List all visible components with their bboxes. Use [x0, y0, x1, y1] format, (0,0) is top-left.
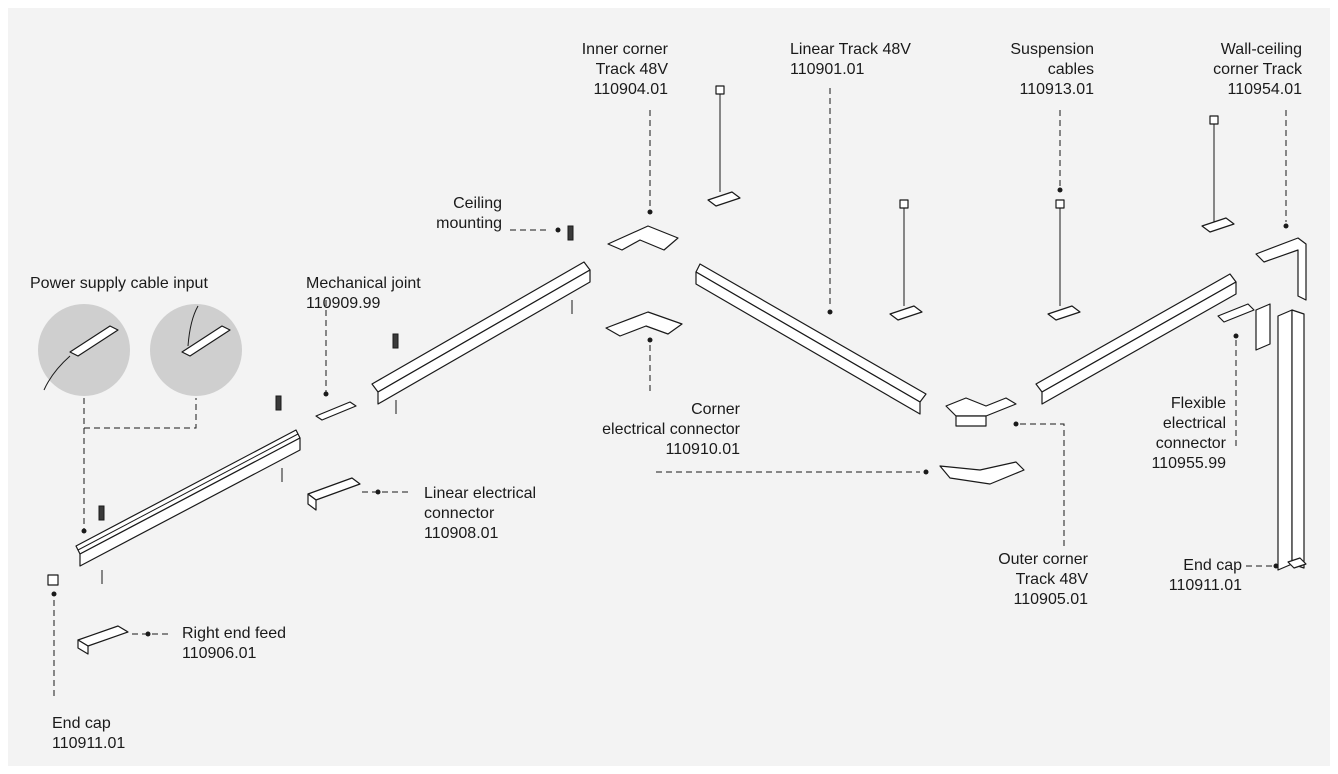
outer-corner-part — [945, 397, 1017, 417]
end-cap-left-part — [47, 574, 59, 586]
wall-vertical-track — [1277, 309, 1305, 571]
suspension-cable-1 — [707, 85, 741, 207]
center-linear-track — [695, 263, 927, 415]
left-linear-track — [75, 429, 301, 567]
power-supply-detail-right — [150, 304, 242, 396]
wall-ceiling-corner-part — [1255, 237, 1307, 301]
suspension-cable-2 — [889, 199, 923, 321]
corner-electrical-connector-part — [605, 311, 683, 337]
end-cap-right-part — [1287, 557, 1307, 569]
corner-connector-lower-part — [939, 461, 1025, 485]
right-end-feed-part — [77, 625, 129, 647]
center-left-linear-track — [371, 261, 591, 405]
power-supply-label: Power supply cable input — [30, 275, 208, 292]
inner-corner-part — [607, 225, 679, 251]
diagram-canvas — [8, 8, 1330, 766]
flexible-connector-part — [1217, 303, 1255, 323]
power-supply-detail-left — [38, 304, 130, 396]
power-supply-leader — [83, 398, 197, 429]
suspension-cable-4 — [1201, 115, 1235, 233]
right-linear-track — [1035, 273, 1237, 405]
linear-electrical-connector-part — [307, 477, 361, 501]
mechanical-joint-part — [315, 401, 357, 421]
suspension-cable-3 — [1047, 199, 1081, 321]
